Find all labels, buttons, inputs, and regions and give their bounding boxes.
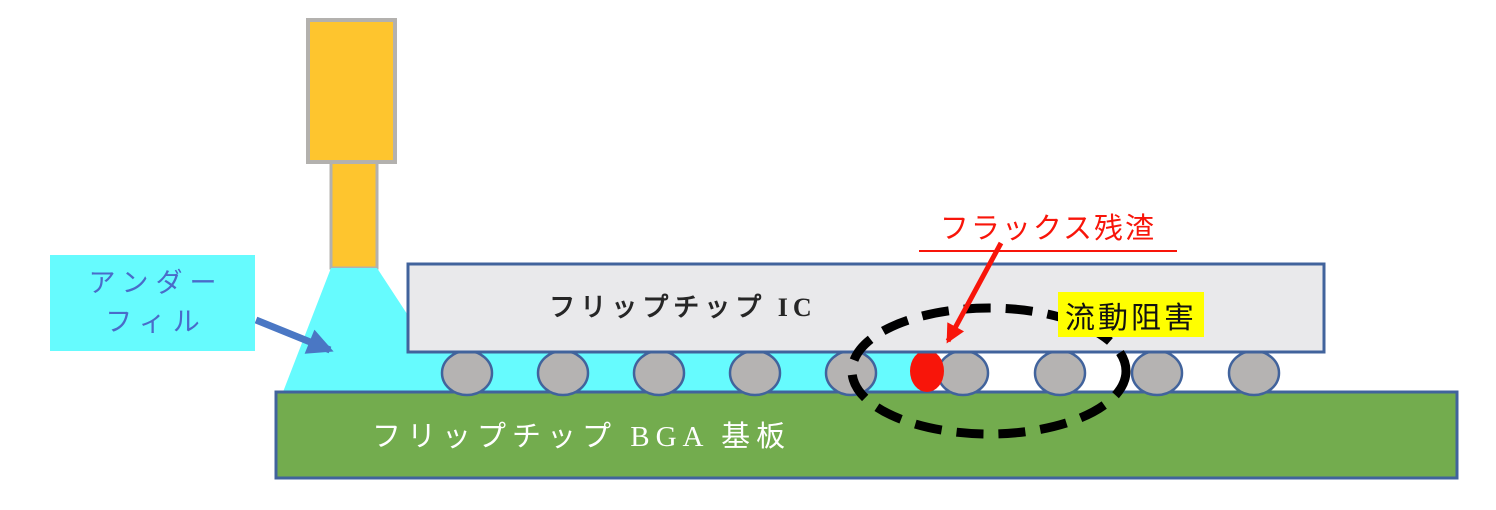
solder-ball [1130, 349, 1184, 397]
solder-ball [1227, 349, 1281, 397]
underfill-label-line2: フィル [105, 307, 207, 337]
defect-highlight-ellipse [847, 303, 1131, 439]
underfill-pointer-arrow [254, 316, 334, 354]
flux-residue-blob [910, 350, 944, 392]
flow-obstruction-label: 流動阻害 [1058, 292, 1204, 337]
solder-ball [632, 349, 686, 397]
solder-ball [1033, 349, 1087, 397]
solder-ball [536, 349, 590, 397]
solder-ball-row [440, 349, 1281, 397]
bga-substrate-label: フリップチップ BGA 基板 [372, 421, 792, 453]
flip-chip-ic-label: フリップチップ IC [549, 293, 817, 322]
solder-ball [728, 349, 782, 397]
dispenser-nozzle-tip [329, 160, 379, 270]
dispenser-nozzle-body [306, 18, 397, 164]
flux-residue-label: フラックス残渣 [919, 205, 1177, 252]
solder-ball [440, 349, 494, 397]
underfill-label-line1: アンダー [88, 267, 224, 298]
underfill-callout-box: アンダー フィル [50, 255, 255, 351]
flux-pointer-arrow [945, 241, 1004, 344]
bga-substrate-board [274, 390, 1459, 480]
solder-ball [936, 349, 990, 397]
